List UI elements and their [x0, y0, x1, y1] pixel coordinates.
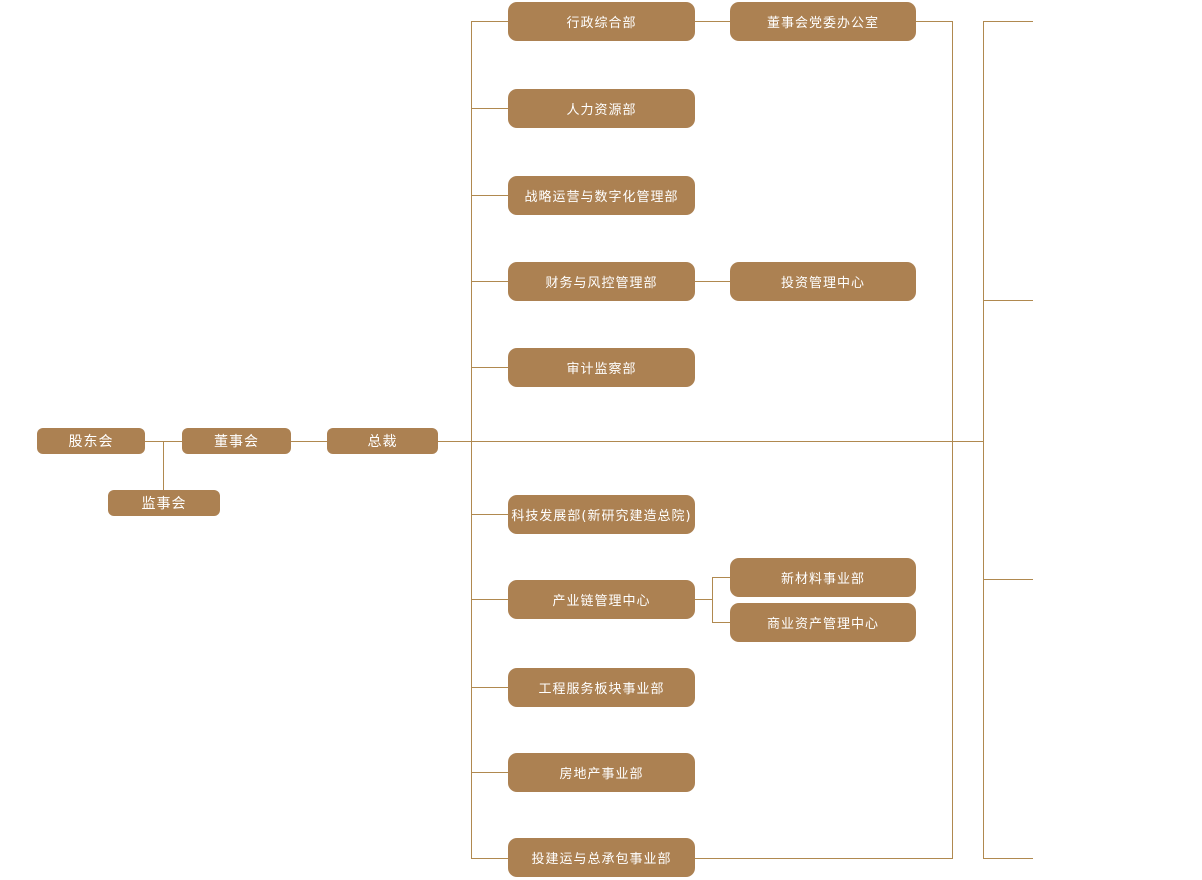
connector-line [471, 195, 508, 196]
connector-line [952, 21, 953, 859]
connector-line [695, 281, 730, 282]
connector-line [983, 21, 984, 859]
connector-line [471, 281, 508, 282]
connector-line [163, 441, 164, 491]
connector-line [695, 858, 953, 859]
org-node-engineering-services-division: 工程服务板块事业部 [508, 668, 695, 707]
connector-line [438, 441, 983, 442]
connector-line [471, 108, 508, 109]
org-node-president: 总裁 [327, 428, 438, 454]
org-node-real-estate-division: 房地产事业部 [508, 753, 695, 792]
org-node-supervisory-board: 监事会 [108, 490, 220, 516]
connector-line [471, 514, 508, 515]
connector-line [471, 599, 508, 600]
org-node-board-of-directors: 董事会 [182, 428, 291, 454]
connector-line [471, 367, 508, 368]
org-node-invest-build-op-epc-division: 投建运与总承包事业部 [508, 838, 695, 877]
org-node-investment-mgmt-center: 投资管理中心 [730, 262, 916, 301]
org-node-finance-risk-mgmt-dept: 财务与风控管理部 [508, 262, 695, 301]
connector-line [983, 858, 1033, 859]
connector-line [712, 577, 730, 578]
org-node-audit-supervision-dept: 审计监察部 [508, 348, 695, 387]
connector-line [471, 858, 508, 859]
org-node-new-materials-division: 新材料事业部 [730, 558, 916, 597]
connector-line [291, 441, 327, 442]
org-node-board-party-committee-office: 董事会党委办公室 [730, 2, 916, 41]
connector-line [712, 577, 713, 623]
org-node-admin-general-dept: 行政综合部 [508, 2, 695, 41]
connector-line [983, 579, 1033, 580]
connector-line [695, 599, 712, 600]
connector-line [916, 21, 953, 22]
connector-line [471, 21, 508, 22]
org-node-industry-chain-mgmt-center: 产业链管理中心 [508, 580, 695, 619]
org-node-commercial-asset-mgmt-center: 商业资产管理中心 [730, 603, 916, 642]
connector-line [695, 21, 730, 22]
org-node-tech-development-dept: 科技发展部(新研究建造总院) [508, 495, 695, 534]
connector-line [471, 21, 472, 859]
org-node-shareholders-meeting: 股东会 [37, 428, 145, 454]
org-node-hr-dept: 人力资源部 [508, 89, 695, 128]
connector-line [471, 772, 508, 773]
connector-line [712, 622, 730, 623]
connector-line [983, 21, 1033, 22]
connector-line [983, 300, 1033, 301]
connector-line [471, 687, 508, 688]
org-node-strategy-digital-mgmt-dept: 战略运营与数字化管理部 [508, 176, 695, 215]
